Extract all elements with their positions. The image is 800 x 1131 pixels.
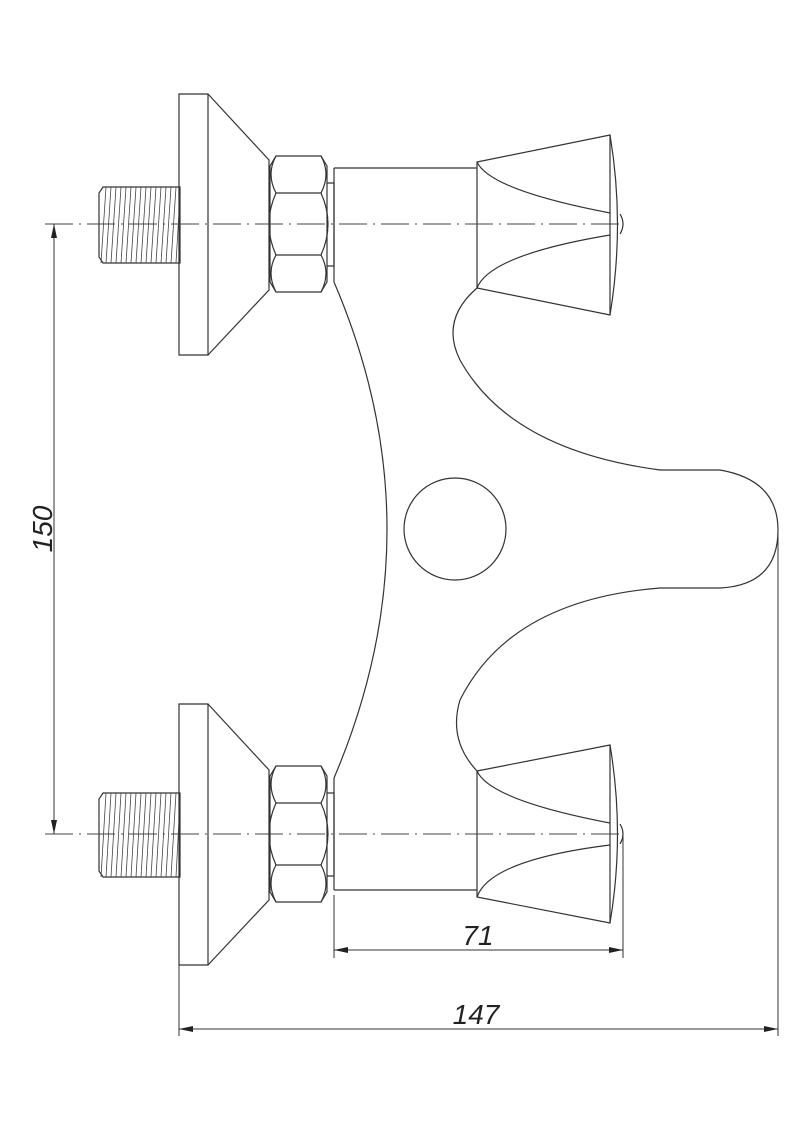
dimension-71-label: 71 — [462, 920, 493, 951]
bottom-valve-stem — [333, 778, 477, 891]
bottom-inlet-assembly — [45, 703, 625, 966]
diverter-knob — [403, 477, 507, 581]
top-threaded-inlet — [98, 186, 181, 264]
dimension-150-label: 150 — [27, 505, 58, 552]
dimension-71: 71 — [333, 834, 624, 958]
top-valve-stem — [333, 167, 477, 282]
dimension-150: 150 — [27, 224, 58, 834]
dimension-147: 147 — [178, 530, 779, 1036]
bottom-threaded-inlet — [98, 792, 181, 878]
top-inlet-assembly — [45, 93, 625, 356]
top-handle — [476, 134, 624, 316]
mixer-body — [333, 281, 779, 779]
dimension-147-label: 147 — [453, 999, 501, 1030]
